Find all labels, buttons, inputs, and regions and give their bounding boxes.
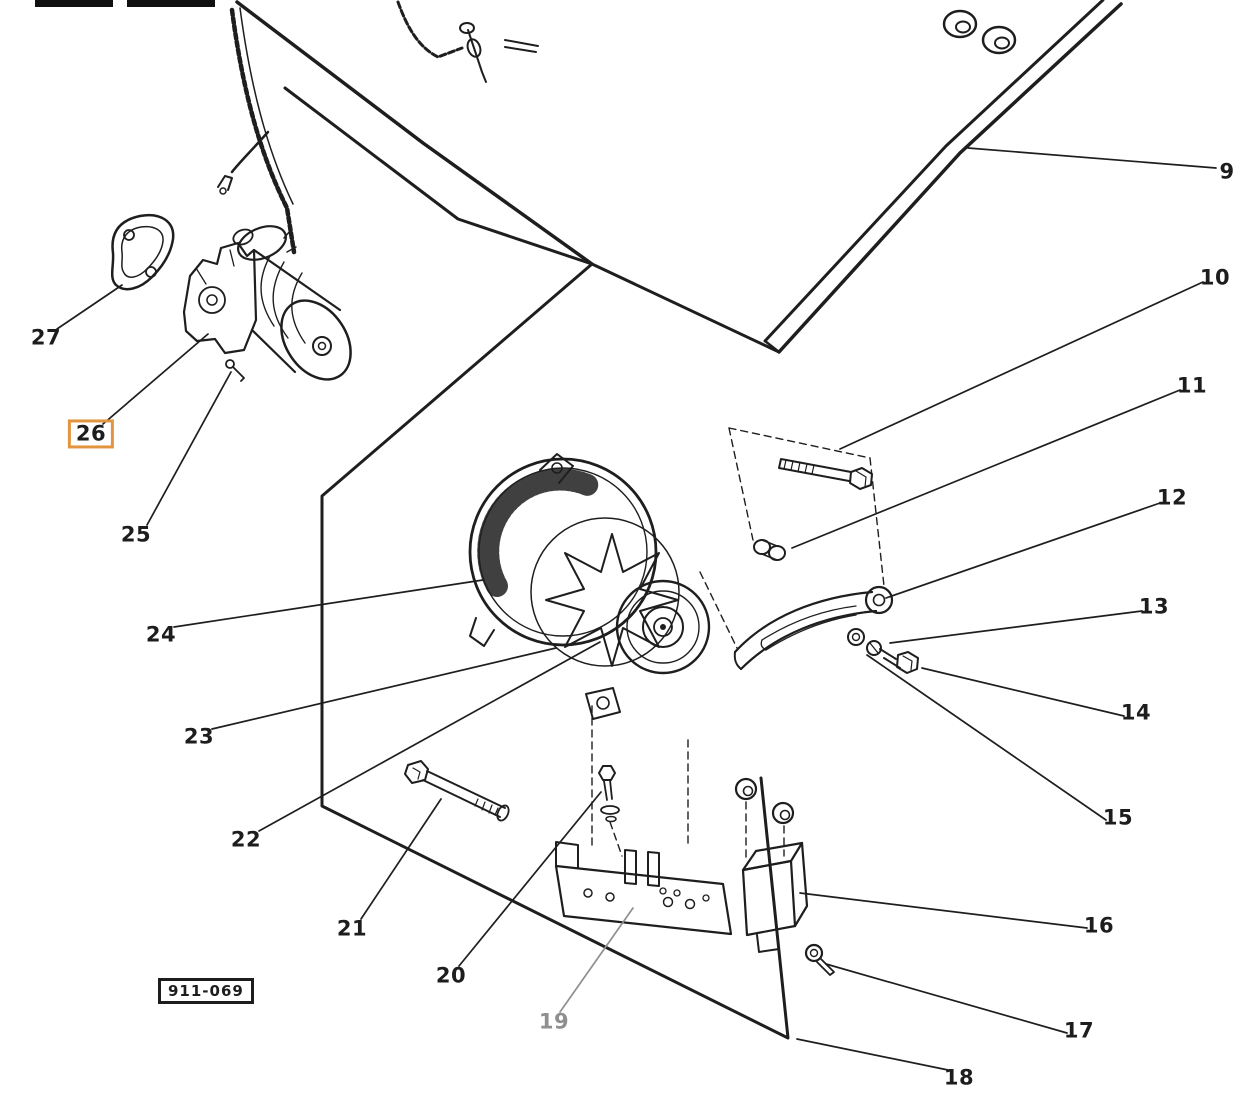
alternator-lug-top bbox=[539, 453, 574, 484]
alternator-lug-bottom bbox=[585, 687, 621, 720]
top-edge-fragment bbox=[35, 0, 113, 7]
top-edge-fragment bbox=[127, 0, 215, 7]
callout-18[interactable]: 18 bbox=[943, 1065, 975, 1090]
figure-code-box: 911-069 bbox=[158, 978, 254, 1004]
leader-line-19 bbox=[559, 907, 634, 1013]
callout-21[interactable]: 21 bbox=[336, 916, 368, 941]
ring-washer bbox=[734, 777, 758, 801]
leader-lines bbox=[56, 147, 1217, 1071]
wiring-harness bbox=[229, 7, 297, 255]
leader-line-14 bbox=[921, 667, 1125, 717]
voltage-regulator bbox=[741, 859, 797, 937]
leader-line-23 bbox=[211, 647, 557, 730]
adjusting-arm bbox=[733, 590, 874, 654]
leader-line-15 bbox=[866, 654, 1107, 821]
callout-9[interactable]: 9 bbox=[1219, 159, 1235, 184]
washer bbox=[847, 628, 865, 646]
starter-screw bbox=[225, 359, 235, 369]
grommet bbox=[942, 9, 978, 39]
leader-line-13 bbox=[889, 610, 1143, 644]
callout-25[interactable]: 25 bbox=[120, 522, 152, 547]
leader-line-18 bbox=[796, 1038, 949, 1071]
leader-line-25 bbox=[146, 371, 232, 526]
leader-line-10 bbox=[839, 281, 1204, 450]
alternator-stator-hatch bbox=[477, 468, 601, 597]
alternator-pulley bbox=[615, 579, 711, 675]
cover-edge-left-inner bbox=[283, 86, 594, 266]
alternator-fan bbox=[545, 533, 679, 667]
callout-23[interactable]: 23 bbox=[183, 724, 215, 749]
leader-line-12 bbox=[885, 502, 1161, 599]
callout-27[interactable]: 27 bbox=[30, 325, 62, 350]
callout-17[interactable]: 17 bbox=[1063, 1018, 1095, 1043]
callout-15[interactable]: 15 bbox=[1102, 805, 1134, 830]
lock-washer bbox=[866, 640, 882, 656]
callout-19[interactable]: 19 bbox=[538, 1009, 570, 1034]
callout-12[interactable]: 12 bbox=[1156, 485, 1188, 510]
callout-24[interactable]: 24 bbox=[145, 622, 177, 647]
leader-line-9 bbox=[967, 147, 1217, 169]
leader-line-22 bbox=[258, 641, 601, 832]
gasket bbox=[110, 213, 175, 291]
callout-14[interactable]: 14 bbox=[1120, 700, 1152, 725]
leader-line-11 bbox=[791, 389, 1181, 549]
cover-edge-right-inner bbox=[763, 0, 1105, 343]
cover-edge-left bbox=[235, 0, 594, 266]
callout-16[interactable]: 16 bbox=[1083, 913, 1115, 938]
callout-11[interactable]: 11 bbox=[1176, 373, 1208, 398]
mount-bolt bbox=[778, 458, 852, 482]
ring-washer bbox=[771, 801, 795, 825]
callout-22[interactable]: 22 bbox=[230, 827, 262, 852]
grommet bbox=[981, 25, 1017, 55]
mounting-bracket bbox=[554, 864, 733, 936]
starter-solenoid bbox=[237, 225, 287, 261]
starter-drive-housing bbox=[182, 241, 258, 355]
callout-26[interactable]: 26 bbox=[67, 419, 115, 449]
bracket-bolt bbox=[598, 765, 616, 781]
leader-line-20 bbox=[458, 791, 602, 967]
regulator-screw bbox=[804, 943, 824, 963]
leader-line-26 bbox=[102, 333, 209, 425]
callout-20[interactable]: 20 bbox=[435, 963, 467, 988]
callout-13[interactable]: 13 bbox=[1138, 594, 1170, 619]
leader-line-27 bbox=[56, 284, 123, 330]
lower-panel-outline bbox=[320, 262, 790, 1040]
leader-line-24 bbox=[173, 579, 484, 628]
callout-10[interactable]: 10 bbox=[1199, 265, 1231, 290]
leader-line-17 bbox=[825, 963, 1068, 1034]
sensor-lead bbox=[396, 0, 464, 59]
leader-line-21 bbox=[360, 798, 442, 920]
alignment-dashed-lines bbox=[591, 427, 885, 861]
ring-terminal bbox=[217, 175, 233, 191]
leader-line-16 bbox=[799, 892, 1088, 929]
cover-edge-right bbox=[777, 2, 1123, 354]
